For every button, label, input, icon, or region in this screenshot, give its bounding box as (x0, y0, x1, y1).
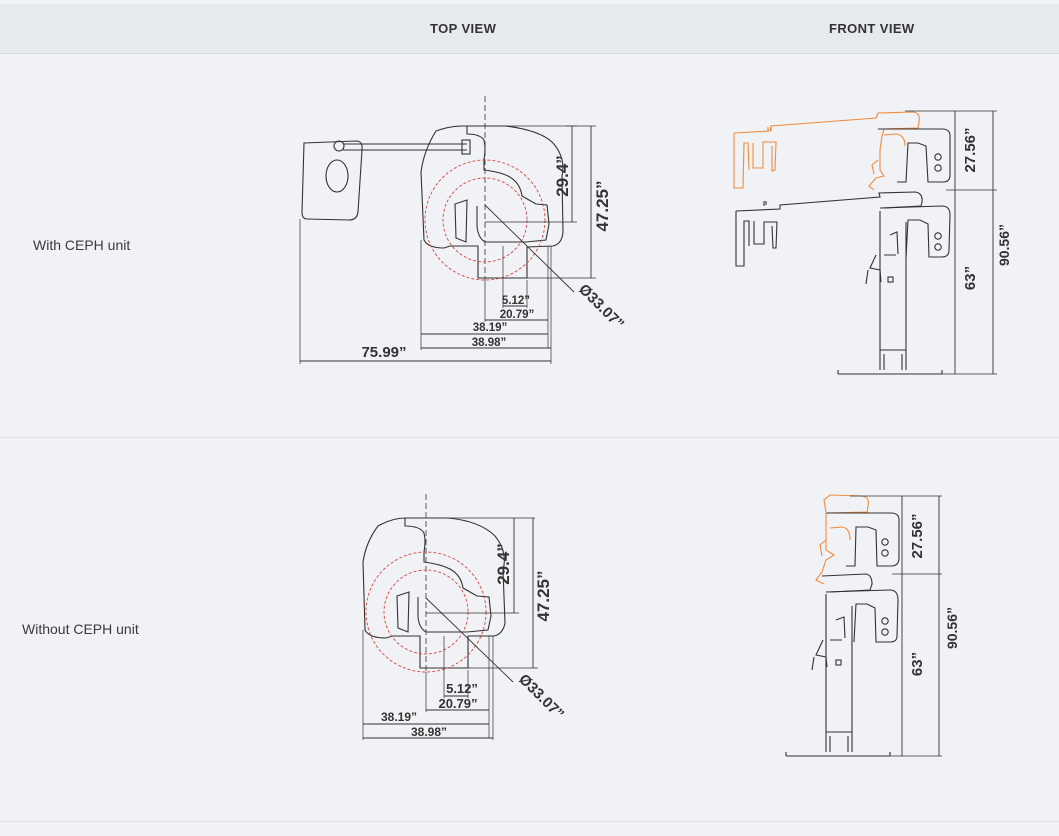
row-divider-bottom (0, 821, 1059, 822)
dim-offset-5-12: 5.12” (502, 295, 530, 307)
ceph-panel (301, 140, 363, 221)
dim-upper-height-27-56-no-ceph: 27.56” (909, 513, 926, 558)
row-label-with-ceph: With CEPH unit (33, 237, 131, 253)
dim-depth-47-25: 47.25” (593, 180, 612, 231)
unit-outline-no-ceph (362, 517, 506, 669)
dim-offset-5-12-no-ceph: 5.12” (446, 681, 478, 696)
row-label-without-ceph: Without CEPH unit (22, 621, 139, 637)
dim-width-38-98: 38.98” (472, 337, 507, 349)
dim-overall-75-99: 75.99” (361, 344, 406, 361)
top-view-drawing-without-ceph (362, 494, 538, 740)
column-header-top-view: TOP VIEW (430, 21, 497, 36)
dim-width-38-19: 38.19” (473, 322, 508, 334)
dim-width-38-98-no-ceph: 38.98” (411, 725, 447, 739)
front-view-drawing-without-ceph (785, 494, 942, 757)
dim-depth-29-4-no-ceph: 29.4” (494, 543, 513, 585)
dim-diameter-33-07: Ø33.07” (575, 281, 627, 333)
upper-arm-orange (733, 111, 920, 191)
unit-outline (420, 125, 564, 279)
dim-diameter-33-07-no-ceph: Ø33.07” (515, 671, 567, 723)
dim-upper-height-27-56: 27.56” (962, 127, 979, 172)
dim-depth-47-25-no-ceph: 47.25” (534, 570, 553, 621)
dim-lower-height-63: 63” (962, 266, 979, 290)
dim-lower-height-63-no-ceph: 63” (909, 652, 926, 676)
dim-width-38-19-no-ceph: 38.19” (381, 710, 417, 724)
front-view-drawing-with-ceph (733, 110, 997, 375)
dim-offset-20-79: 20.79” (500, 309, 535, 321)
top-view-drawing-with-ceph (299, 96, 596, 364)
dim-total-height-90-56: 90.56” (996, 224, 1012, 266)
table-header: TOP VIEW FRONT VIEW (0, 4, 1059, 54)
dim-total-height-90-56-no-ceph: 90.56” (944, 607, 960, 649)
dim-depth-29-4: 29.4” (553, 155, 572, 197)
column-header-front-view: FRONT VIEW (829, 21, 915, 36)
dim-offset-20-79-no-ceph: 20.79” (438, 696, 477, 711)
row-divider (0, 437, 1059, 438)
upper-arm-orange-no-ceph (815, 494, 869, 585)
